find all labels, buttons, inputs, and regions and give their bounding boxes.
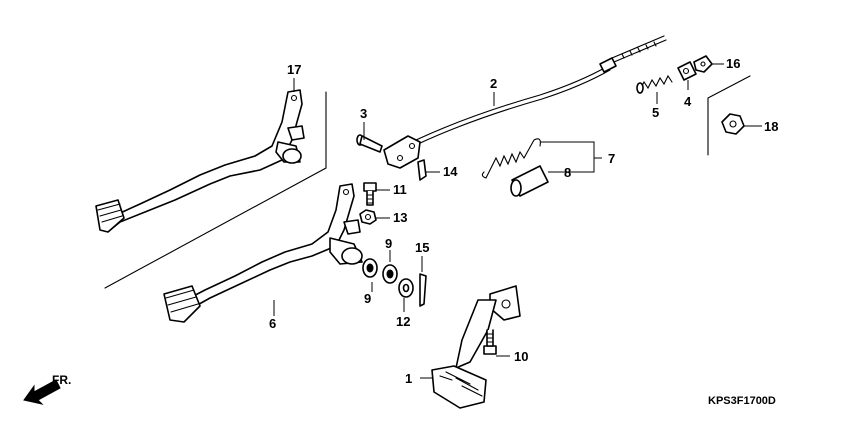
gearshift-pedal-1 [431, 285, 521, 409]
seal-9b [382, 264, 398, 284]
callout-8: 8 [564, 165, 571, 180]
callout-5: 5 [652, 105, 659, 120]
callout-3: 3 [360, 106, 367, 121]
brake-pedal-6 [163, 183, 363, 323]
callout-7: 7 [608, 151, 615, 166]
brake-pedal-17 [95, 89, 305, 233]
spring-5 [636, 74, 673, 94]
callout-11: 11 [393, 182, 407, 197]
leader-lines [273, 63, 762, 379]
clip-14 [417, 159, 427, 181]
section-dividers [104, 75, 751, 289]
callout-2: 2 [490, 76, 497, 91]
direction-label: FR. [52, 373, 71, 387]
callout-9a: 9 [364, 291, 371, 306]
nut-18 [721, 113, 745, 135]
cotter-pin-15 [419, 273, 427, 307]
direction-arrow: FR. [23, 373, 71, 405]
callout-16: 16 [726, 56, 740, 71]
callout-13: 13 [393, 210, 407, 225]
bolt-10 [483, 329, 497, 355]
pin-3 [356, 134, 383, 153]
callout-18: 18 [764, 119, 778, 134]
wing-nut-16 [693, 55, 713, 73]
washer-12 [398, 278, 414, 298]
seal-9a [362, 258, 378, 278]
callout-15: 15 [415, 240, 429, 255]
callout-12: 12 [396, 314, 410, 329]
callout-4: 4 [684, 94, 692, 109]
callout-14: 14 [443, 164, 458, 179]
callout-10: 10 [514, 349, 528, 364]
brake-cable-2 [383, 35, 667, 169]
diagram-code: KPS3F1700D [708, 395, 776, 407]
joint-4 [677, 61, 697, 81]
callout-labels: 17 2 3 16 4 5 18 7 8 14 11 13 9 15 9 12 … [269, 56, 778, 386]
callout-9b: 9 [385, 236, 392, 251]
nut-13 [359, 209, 377, 225]
callout-17: 17 [287, 62, 301, 77]
callout-1: 1 [405, 371, 412, 386]
callout-6: 6 [269, 316, 276, 331]
sleeve-8 [510, 165, 549, 197]
spring-7 [481, 138, 541, 179]
bolt-11 [363, 182, 377, 206]
